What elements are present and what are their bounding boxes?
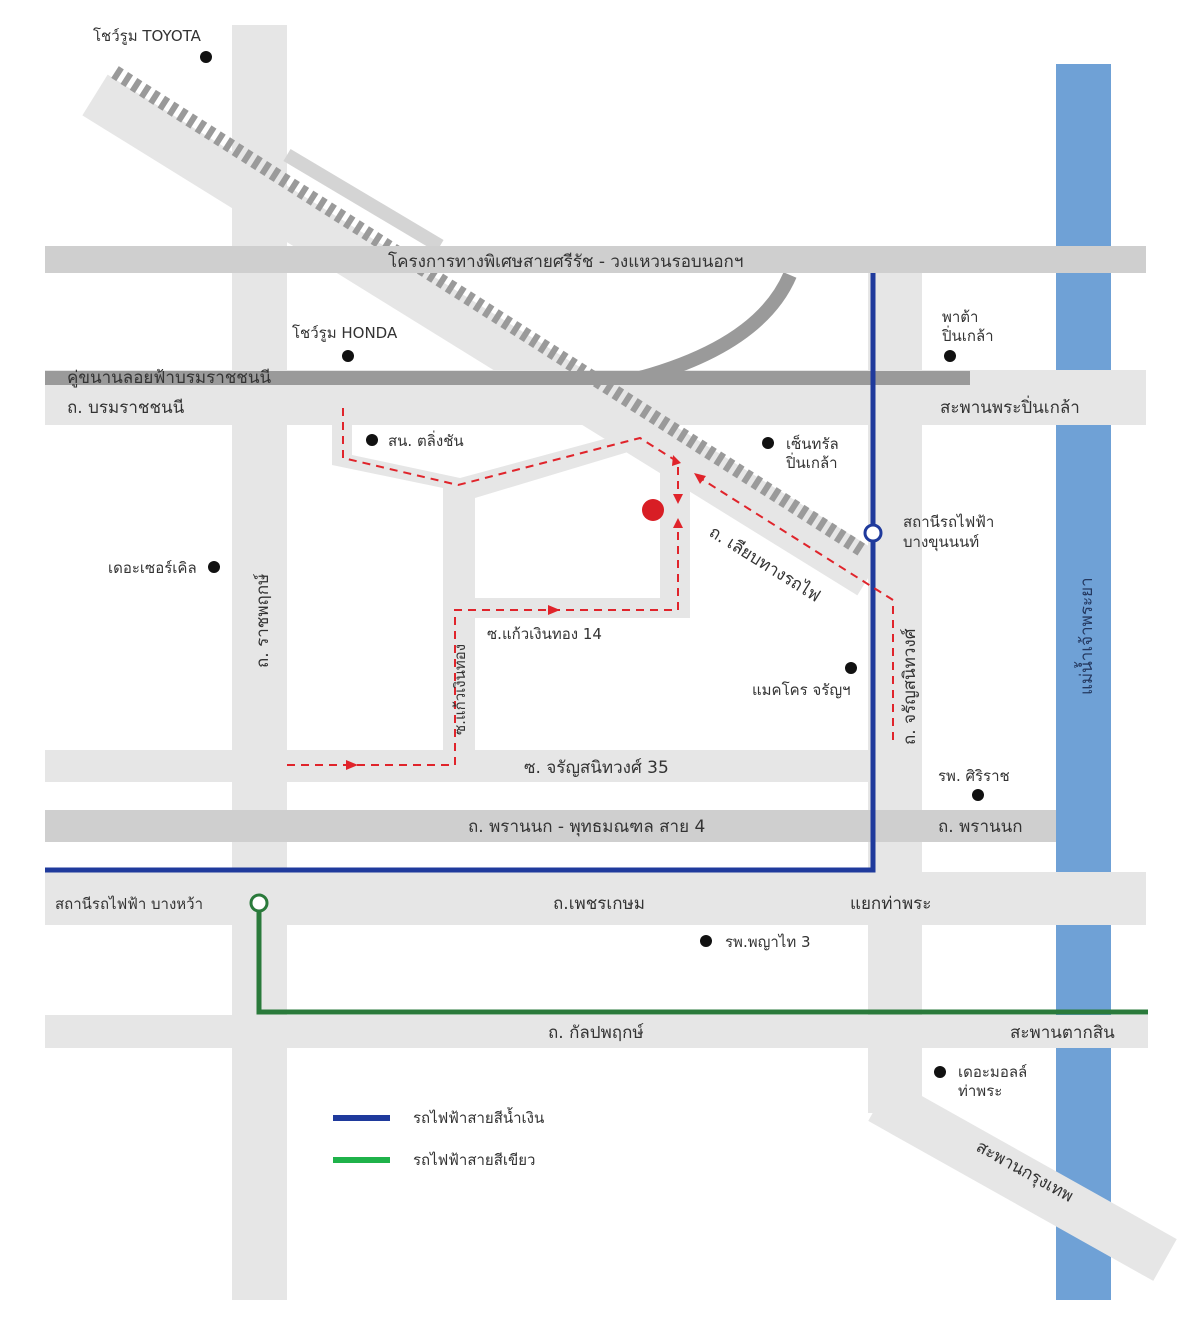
charan-35-road [45, 750, 868, 782]
arrow-icon [694, 473, 706, 484]
soi-kaew-label: ซ.แก้วเงินทอง [451, 644, 469, 735]
route-from-west [287, 522, 679, 766]
expressway [45, 246, 1146, 273]
expressway-label: โครงการทางพิเศษสายศรีรัช - วงแหวนรอบนอกฯ [388, 251, 743, 272]
arrow-icon [673, 494, 683, 504]
phrannok-road [45, 810, 1056, 842]
central-label: เซ็นทรัล [786, 434, 839, 453]
taksin-bridge-label: สะพานตากสิน [1010, 1023, 1115, 1043]
toyota-label: โชว์รูม TOYOTA [93, 27, 202, 45]
police-label: สน. ตลิ่งชัน [388, 430, 464, 450]
elevated-road [45, 371, 970, 385]
local-roads [332, 425, 690, 750]
siriraj-label: รพ. ศิริราช [938, 767, 1010, 785]
legend-blue-swatch [333, 1115, 390, 1121]
route-from-charan [699, 477, 894, 740]
phetkasem-road [45, 872, 1146, 925]
arrow-icon [672, 455, 681, 466]
phrannok-phutthamonthon-label: ถ. พรานนก - พุทธมณฑล สาย 4 [468, 817, 705, 837]
railway-track [111, 66, 869, 558]
ratchaphruek-label: ถ. ราชพฤกษ์ [253, 573, 273, 668]
soi-14-road [443, 598, 685, 618]
borommaratchachonnani-label: ถ. บรมราชชนนี [67, 398, 185, 418]
poi-dot [972, 789, 984, 801]
poi-dot [200, 51, 212, 63]
bang-khun-non-station-icon[interactable] [863, 523, 883, 543]
side-ramp [283, 148, 444, 253]
poi-dot [208, 561, 220, 573]
phyathai-label: รพ.พญาไท 3 [725, 933, 811, 951]
route-from-north [342, 408, 679, 500]
poi-dot [845, 662, 857, 674]
legend-blue-label: รถไฟฟ้าสายสีน้ำเงิน [413, 1107, 544, 1127]
bang-khun-non-label: สถานีรถไฟฟ้า [903, 513, 994, 531]
circle-label: เดอะเซอร์เคิล [108, 559, 197, 577]
krungthep-bridge [868, 1079, 1177, 1281]
elevated-road-label: คู่ขนานลอยฟ้าบรมราชชนนี [67, 368, 271, 388]
bang-wa-label: สถานีรถไฟฟ้า บางหว้า [55, 895, 203, 913]
poi-dot [366, 434, 378, 446]
honda-label: โชว์รูม HONDA [292, 324, 398, 342]
pata-label: ปิ่นเกล้า [941, 325, 994, 345]
poi-dot [934, 1066, 946, 1078]
arrow-icon [346, 760, 358, 770]
poi-dot [944, 350, 956, 362]
soi-14-label: ซ.แก้วเงินทอง 14 [487, 625, 602, 643]
pata-label: พาต้า [942, 308, 978, 326]
arrow-icon [673, 518, 683, 528]
bang-khun-non-label: บางขุนนนท์ [903, 533, 979, 552]
makro-label: แมคโคร จรัญฯ [752, 681, 851, 699]
ratchaphruek-road [232, 25, 287, 1300]
destination-marker[interactable] [642, 499, 664, 521]
kanlapaphruek-road [45, 1015, 1148, 1048]
poi-dot [700, 935, 712, 947]
poi-dot [762, 437, 774, 449]
tha-phra-label: แยกท่าพระ [850, 894, 931, 914]
the-mall-label: ท่าพระ [958, 1082, 1002, 1100]
kanlapaphruek-label: ถ. กัลปพฤกษ์ [548, 1023, 644, 1043]
blue-line [45, 273, 876, 873]
phrannok-label: ถ. พรานนก [938, 817, 1023, 837]
poi-dot [342, 350, 354, 362]
expressway-ramp [638, 272, 797, 385]
green-line [256, 903, 1148, 1015]
river-label: แม่น้ำเจ้าพระยา [1074, 577, 1097, 695]
legend-green-swatch [333, 1157, 390, 1163]
rail-road-band [82, 74, 883, 596]
legend-green-label: รถไฟฟ้าสายสีเขียว [413, 1151, 535, 1169]
phetkasem-label: ถ.เพชรเกษม [553, 894, 645, 914]
bang-wa-station-icon[interactable] [249, 893, 269, 913]
charan-label: ถ. จรัญสนิทวงศ์ [900, 628, 920, 745]
pinklao-bridge-label: สะพานพระปิ่นเกล้า [940, 395, 1080, 418]
central-label: ปิ่นเกล้า [785, 452, 838, 472]
the-mall-label: เดอะมอลล์ [958, 1063, 1027, 1081]
arrow-icon [548, 605, 560, 615]
legend: รถไฟฟ้าสายสีน้ำเงิน รถไฟฟ้าสายสีเขียว [333, 1107, 544, 1169]
charan-35-label: ซ. จรัญสนิทวงศ์ 35 [524, 758, 669, 778]
